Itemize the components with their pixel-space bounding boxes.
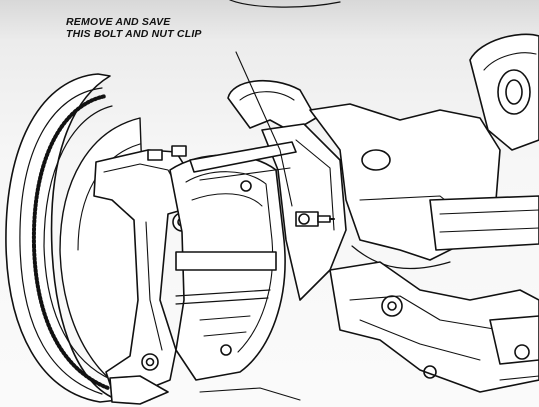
caliper-lower-mount bbox=[109, 375, 169, 405]
lower-control-arm bbox=[329, 261, 539, 393]
upper-control-arm-mount bbox=[469, 33, 539, 151]
bracket-bolt-lower bbox=[141, 353, 159, 371]
callout-line-1: REMOVE AND SAVE bbox=[66, 16, 171, 28]
axle-tube bbox=[429, 195, 539, 251]
callout-line-2: THIS BOLT AND NUT CLIP bbox=[66, 28, 202, 40]
brake-pad bbox=[175, 251, 277, 271]
brake-rotor bbox=[5, 73, 119, 403]
rotor-vent-ring bbox=[31, 94, 110, 390]
upper-link-rod bbox=[189, 141, 297, 173]
callout-leader-line bbox=[235, 51, 293, 207]
lower-arm-bushing bbox=[381, 295, 403, 317]
callout-label: REMOVE AND SAVE THIS BOLT AND NUT CLIP bbox=[66, 16, 202, 40]
caliper-body bbox=[169, 154, 286, 381]
bolt-and-nut-clip bbox=[295, 211, 335, 227]
top-bracket-outline bbox=[229, 0, 341, 8]
lower-hardware bbox=[489, 315, 539, 381]
